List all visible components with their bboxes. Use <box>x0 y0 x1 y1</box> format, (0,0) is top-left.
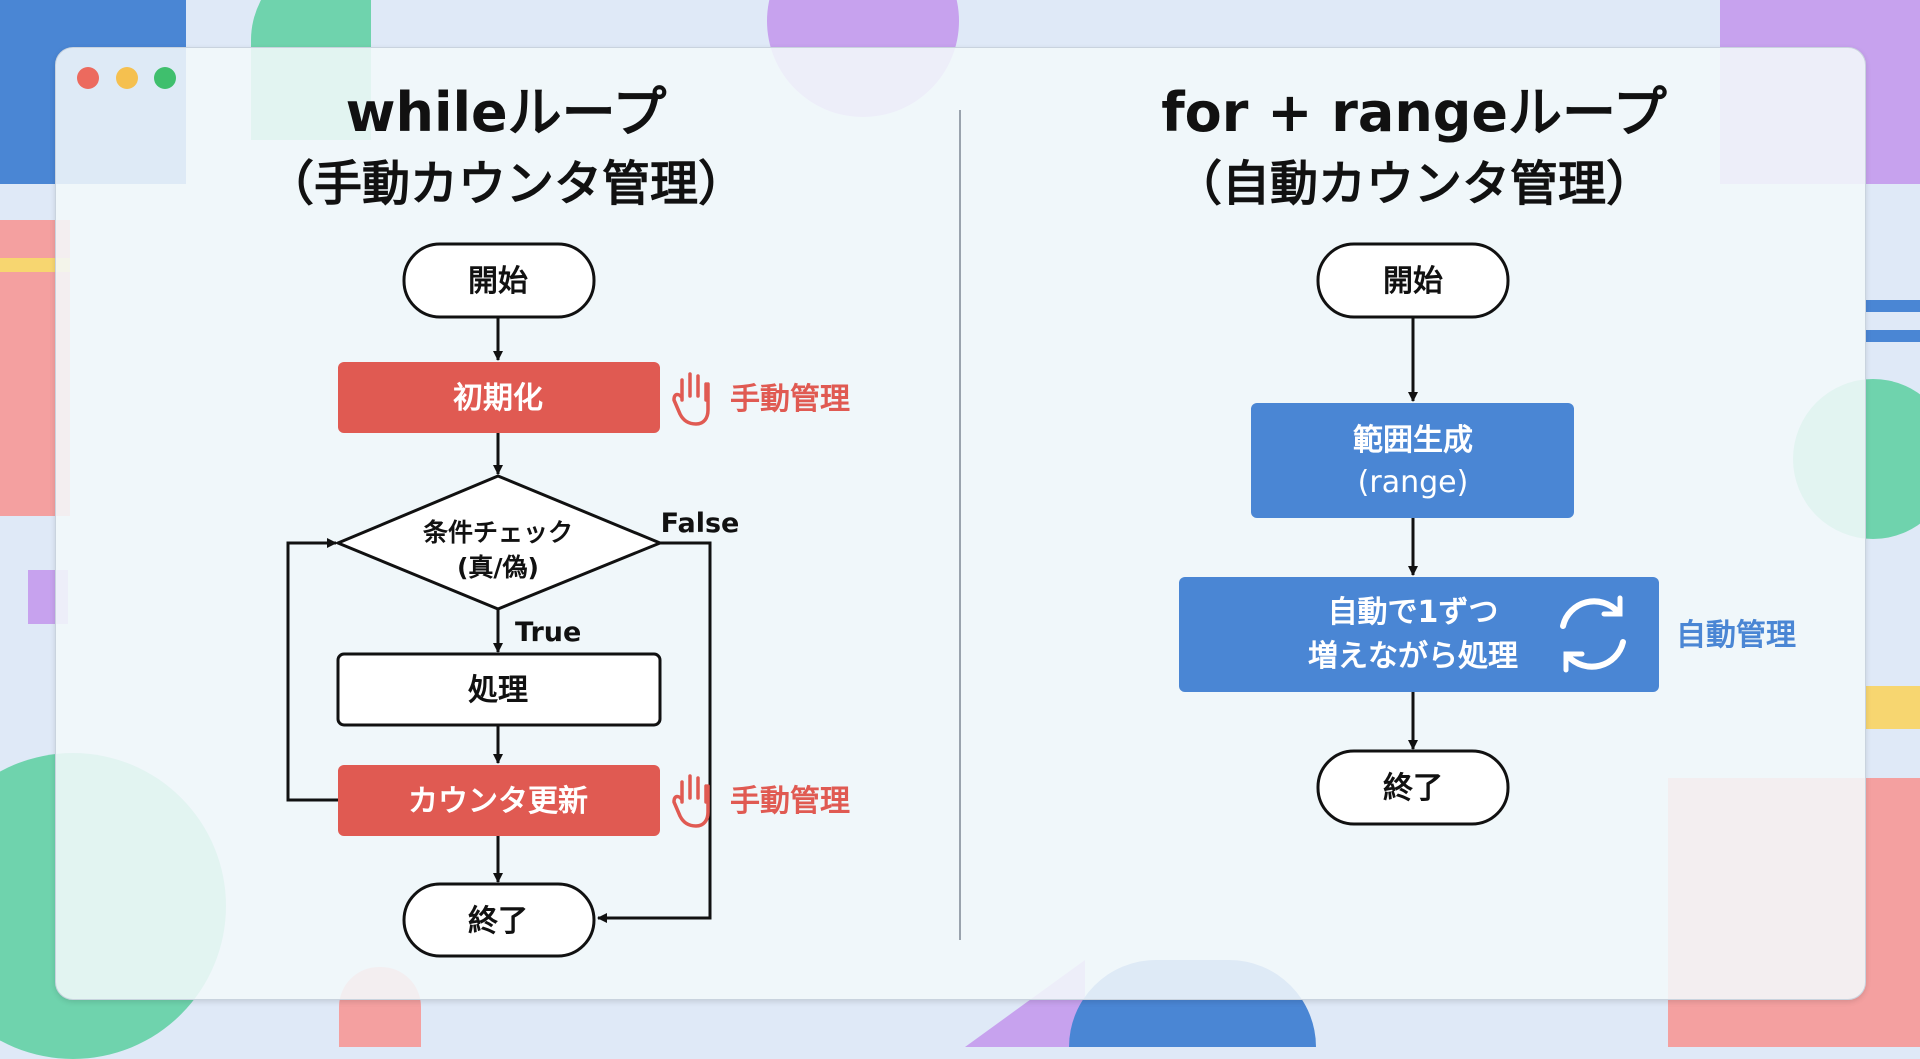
right-start-node <box>1316 242 1510 319</box>
left-end-node <box>402 882 596 958</box>
range-label: 範囲生成 <box>1353 423 1473 458</box>
right-subtitle: （自動カウンタ管理） <box>1174 156 1654 212</box>
init-label: 初期化 <box>453 381 543 416</box>
left-start-node <box>402 242 596 319</box>
range-sublabel: (range) <box>1358 465 1469 500</box>
right-end-node <box>1316 749 1510 826</box>
window-maximize-button[interactable] <box>154 67 176 89</box>
manual-note-init: 手動管理 <box>730 382 850 417</box>
process-node <box>336 652 662 727</box>
manual-note-update: 手動管理 <box>730 784 850 819</box>
left-title: whileループ <box>346 81 667 144</box>
right-start-label: 開始 <box>1383 264 1443 299</box>
update-label: カウンタ更新 <box>408 784 588 819</box>
auto-increment-label: 自動で1ずつ <box>1328 595 1499 630</box>
init-node <box>338 362 660 433</box>
update-node <box>338 765 660 836</box>
right-title: for + rangeループ <box>1161 81 1667 144</box>
refresh-icon <box>1560 595 1626 673</box>
window-minimize-button[interactable] <box>116 67 138 89</box>
hand-icon <box>672 372 710 426</box>
hand-icon <box>672 774 710 828</box>
false-label: False <box>661 508 740 539</box>
range-node <box>1251 403 1574 518</box>
auto-increment-sublabel: 増えながら処理 <box>1308 639 1518 674</box>
right-end-label: 終了 <box>1383 771 1443 806</box>
loop-back-path <box>286 538 338 802</box>
auto-note: 自動管理 <box>1676 618 1796 653</box>
condition-label: 条件チェック <box>423 518 573 547</box>
true-label: True <box>515 617 581 648</box>
condition-sublabel: (真/偽) <box>457 553 539 582</box>
bg-yellow-stripe <box>0 258 70 272</box>
false-path <box>597 541 712 923</box>
condition-node <box>334 474 664 611</box>
bg-yellow-right <box>1866 686 1920 729</box>
auto-increment-node <box>1179 577 1659 692</box>
bg-blue-stripes-right <box>1866 300 1920 312</box>
left-subtitle: （手動カウンタ管理） <box>266 156 746 212</box>
left-start-label: 開始 <box>468 264 528 299</box>
left-end-label: 終了 <box>468 904 528 939</box>
process-label: 処理 <box>468 673 528 708</box>
window-close-button[interactable] <box>77 67 99 89</box>
